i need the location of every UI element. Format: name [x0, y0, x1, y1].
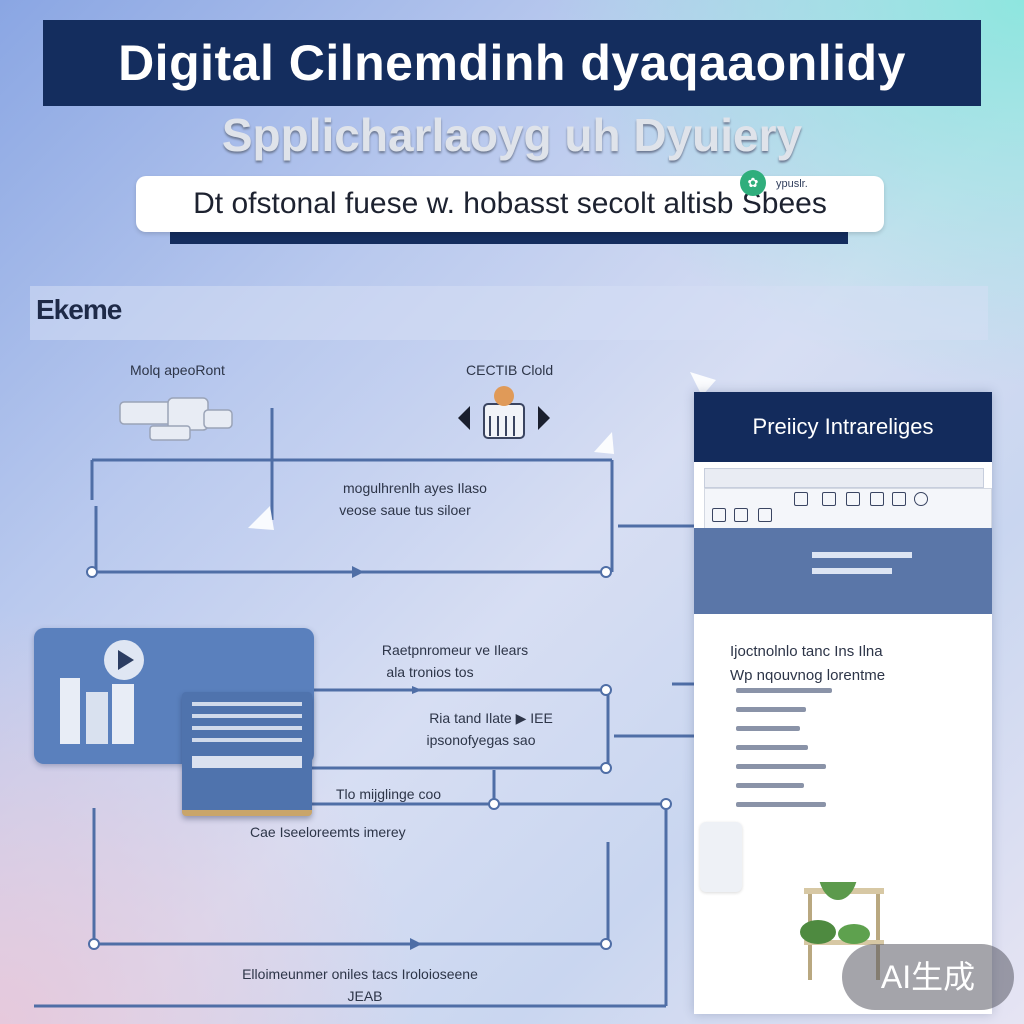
page-title: Digital Cilnemdinh dyaqaaonlidy — [118, 35, 906, 91]
section-strip — [30, 286, 988, 340]
side-panel-title: Preiicy Intrareliges — [752, 414, 934, 439]
database-card — [182, 692, 312, 816]
panel-list-line2: Wp nqouvnog lorentme — [730, 667, 886, 684]
tag-note: ypuslr. — [776, 178, 808, 190]
paper-plane-icon — [248, 506, 274, 530]
node-label-top-left: Molq apeoRont — [130, 362, 225, 378]
list-icon[interactable] — [846, 492, 860, 506]
title-banner — [43, 20, 981, 106]
robot-arm-icon — [119, 397, 233, 441]
bottom-line1: Elloimeunmer oniles tacs Iroloioseene — [242, 966, 478, 982]
paper-plane-icon — [594, 432, 614, 454]
section-label: Ekeme — [36, 294, 122, 325]
page-subtitle: Spplicharlaoyg uh Dyuiery — [221, 109, 803, 161]
lower-label: Cae Iseeloreemts imerey — [250, 824, 406, 840]
panel-list-line1: Ijoctnolnlo tanc Ins Ilna — [730, 643, 883, 660]
leaf-icon: ✿ — [740, 170, 766, 196]
arrow-right-icon — [410, 938, 422, 950]
arrow-right-icon — [352, 566, 364, 578]
connector-node — [600, 684, 612, 696]
box2-line1: Raetpnromeur ve Ilears — [381, 642, 529, 658]
box1-line2: veose saue tus siloer — [339, 502, 471, 518]
box2-line4: ipsonofyegas sao — [426, 732, 536, 748]
bottom-line2: JEAB — [347, 988, 383, 1004]
doc-icon[interactable] — [712, 508, 726, 522]
play-video-icon — [60, 640, 144, 744]
box2-line2: ala tronios tos — [386, 664, 474, 680]
grid-icon[interactable] — [822, 492, 836, 506]
panel-list-heading: Ijoctnolnlo tanc Ins Ilna Wp nqouvnog lo… — [730, 640, 885, 688]
box2-line3: Ria tand Ilate ▶ IEE — [429, 710, 553, 726]
ai-generated-badge: AI生成 — [842, 944, 1014, 1010]
connector-node — [600, 762, 612, 774]
plant-icon — [800, 882, 884, 980]
cloud-server-icon — [458, 386, 550, 439]
connector-node — [600, 938, 612, 950]
arrow-right-icon — [412, 686, 422, 694]
cylinder-icon — [700, 822, 742, 892]
connector-node — [660, 798, 672, 810]
chart-icon[interactable] — [892, 492, 906, 506]
tagline-text: Dt ofstonal fuese w. hobasst secolt alti… — [193, 187, 827, 220]
side-panel-header — [694, 392, 992, 462]
panel-text-lines — [736, 688, 846, 821]
node-label-top-right: CECTIB Clold — [466, 362, 554, 378]
edit-icon[interactable] — [734, 508, 748, 522]
side-panel-icon-bar — [704, 488, 992, 530]
connector-node — [86, 566, 98, 578]
connector-node — [88, 938, 100, 950]
mid-label: Tlo mijglinge coo — [336, 786, 442, 802]
side-panel-toolbar — [704, 468, 984, 488]
paper-plane-icon — [690, 372, 716, 396]
folder-icon[interactable] — [870, 492, 884, 506]
share-icon[interactable] — [758, 508, 772, 522]
band-text-placeholder — [812, 552, 942, 592]
connector-node — [600, 566, 612, 578]
connector-node — [488, 798, 500, 810]
settings-icon[interactable] — [794, 492, 808, 506]
user-icon[interactable] — [914, 492, 928, 506]
box1-line1: mogulhrenlh ayes Ilaso — [343, 480, 487, 496]
